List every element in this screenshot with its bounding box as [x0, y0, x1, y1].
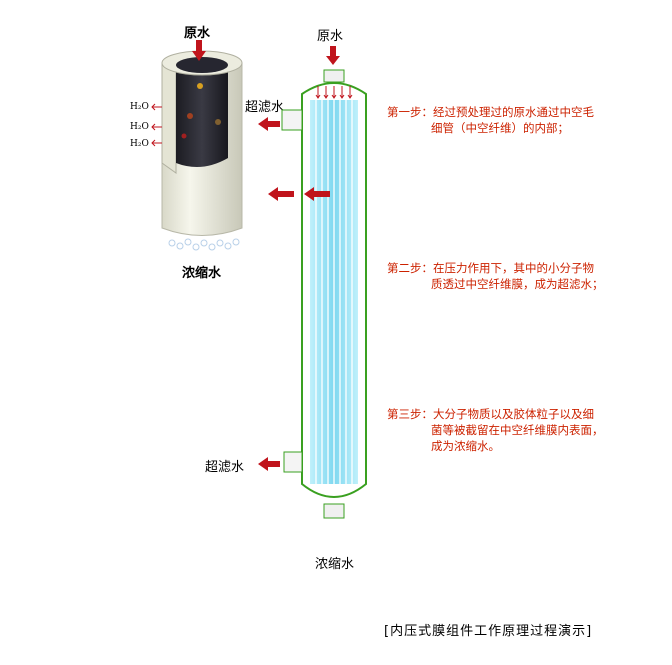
permeate-bottom-label: 超滤水: [205, 460, 245, 475]
h2o-label: H₂O: [130, 102, 149, 112]
module-feed-label: 原水: [317, 29, 344, 44]
step-2-line-1: 在压力作用下，其中的小分子物: [433, 261, 594, 275]
step-1-line-1: 经过预处理过的原水通过中空毛: [433, 105, 594, 119]
permeate-bottom-arrow-icon: [258, 457, 280, 471]
permeate-top-label: 超滤水: [245, 100, 285, 115]
step-2: 第二步：在压力作用下，其中的小分子物 质透过中空纤维膜，成为超滤水；: [387, 260, 604, 292]
fiber-outflow-arrow-icon: [304, 187, 330, 201]
step-3-line-2: 菌等被截留在中空纤维膜内表面，: [431, 423, 604, 437]
figure-caption: [内压式膜组件工作原理过程演示]: [384, 624, 593, 639]
step-2-label: 第二步：: [387, 261, 433, 275]
permeate-mid-arrow-icon: [268, 187, 294, 201]
h2o-label: H₂O: [130, 122, 149, 132]
step-3-label: 第三步：: [387, 407, 433, 421]
inset-feed-label: 原水: [184, 26, 211, 41]
step-1-line-2: 细管（中空纤维）的内部；: [431, 121, 569, 135]
module-concentrate-label: 浓缩水: [315, 557, 355, 572]
inset-feed-arrow-icon: [192, 40, 206, 61]
step-3-line-3: 成为浓缩水。: [431, 439, 500, 453]
h2o-small-arrows-icon: [151, 103, 162, 147]
step-1: 第一步：经过预处理过的原水通过中空毛 细管（中空纤维）的内部；: [387, 104, 594, 136]
membrane-module: [281, 69, 367, 519]
step-3-line-1: 大分子物质以及胶体粒子以及细: [433, 407, 594, 421]
step-1-label: 第一步：: [387, 105, 433, 119]
hollow-fiber-cutaway: [161, 50, 243, 251]
permeate-top-arrow-icon: [258, 117, 280, 131]
h2o-label: H₂O: [130, 139, 149, 149]
inset-concentrate-label: 浓缩水: [182, 266, 222, 281]
module-feed-arrow-icon: [326, 46, 340, 65]
step-3: 第三步：大分子物质以及胶体粒子以及细 菌等被截留在中空纤维膜内表面， 成为浓缩水…: [387, 406, 604, 454]
step-2-line-2: 质透过中空纤维膜，成为超滤水；: [431, 277, 604, 291]
